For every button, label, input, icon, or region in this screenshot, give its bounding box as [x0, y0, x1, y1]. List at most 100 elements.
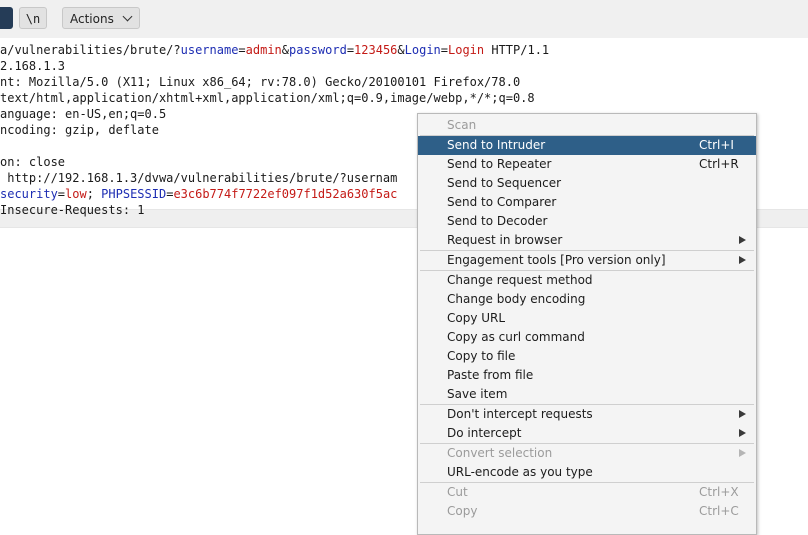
- menu-item-label: Engagement tools [Pro version only]: [447, 253, 666, 267]
- menu-item-request-in-browser[interactable]: Request in browser: [418, 231, 756, 250]
- menu-item-url-encode-as-you-type[interactable]: URL-encode as you type: [418, 463, 756, 482]
- menu-separator: [420, 250, 754, 251]
- param-value: low: [65, 187, 87, 201]
- menu-item-copy-as-curl-command[interactable]: Copy as curl command: [418, 328, 756, 347]
- request-text: text/html,application/xhtml+xml,applicat…: [0, 91, 535, 105]
- request-text: HTTP/1.1: [484, 43, 550, 57]
- param-value: e3c6b774f7722ef097f1d52a630f5ac: [173, 187, 398, 201]
- menu-item-send-to-intruder[interactable]: Send to Intruder Ctrl+I: [418, 136, 756, 155]
- menu-item-label: Convert selection: [447, 446, 553, 460]
- menu-item-send-to-comparer[interactable]: Send to Comparer: [418, 193, 756, 212]
- chevron-down-icon: [122, 11, 133, 22]
- menu-item-copy[interactable]: Copy Ctrl+C: [418, 502, 756, 521]
- param-name: PHPSESSID: [101, 187, 167, 201]
- request-text: ;: [86, 187, 102, 201]
- request-text: =: [57, 187, 66, 201]
- menu-item-label: Send to Sequencer: [447, 176, 562, 190]
- menu-item-label: Change request method: [447, 273, 593, 287]
- menu-item-shortcut: Ctrl+R: [699, 157, 739, 171]
- menu-item-copy-url[interactable]: Copy URL: [418, 309, 756, 328]
- request-text: a/vulnerabilities/brute/?: [0, 43, 181, 57]
- submenu-arrow-icon: [739, 449, 746, 457]
- param-value: 123456: [354, 43, 398, 57]
- menu-separator: [420, 443, 754, 444]
- menu-item-label: Request in browser: [447, 233, 563, 247]
- menu-item-label: URL-encode as you type: [447, 465, 593, 479]
- request-text: &: [397, 43, 405, 57]
- menu-item-label: Scan: [447, 118, 477, 132]
- submenu-arrow-icon: [739, 410, 746, 418]
- menu-item-change-body-encoding[interactable]: Change body encoding: [418, 290, 756, 309]
- submenu-arrow-icon: [739, 256, 746, 264]
- request-text: =: [166, 187, 174, 201]
- menu-separator: [420, 135, 754, 136]
- request-editor[interactable]: a/vulnerabilities/brute/?username=admin&…: [0, 40, 808, 518]
- menu-item-do-intercept[interactable]: Do intercept: [418, 424, 756, 443]
- menu-item-label: Save item: [447, 387, 508, 401]
- menu-item-label: Copy to file: [447, 349, 516, 363]
- request-text: anguage: en-US,en;q=0.5: [0, 107, 167, 121]
- submenu-arrow-icon: [739, 236, 746, 244]
- menu-item-label: Send to Comparer: [447, 195, 557, 209]
- actions-label: Actions: [70, 12, 114, 26]
- menu-item-label: Send to Repeater: [447, 157, 552, 171]
- actions-dropdown-button[interactable]: Actions: [62, 7, 140, 29]
- request-line: http://192.168.1.3/dvwa/vulnerabilities/…: [0, 170, 397, 186]
- menu-item-convert-selection[interactable]: Convert selection: [418, 444, 756, 463]
- param-name: username: [180, 43, 239, 57]
- menu-item-shortcut: Ctrl+X: [699, 485, 739, 499]
- menu-item-label: Copy URL: [447, 311, 506, 325]
- request-text: on: close: [0, 155, 66, 169]
- newline-toggle-button[interactable]: \n: [19, 7, 47, 29]
- request-text: &: [281, 43, 290, 57]
- request-text: 2.168.1.3: [0, 59, 66, 73]
- param-value: Login: [448, 43, 485, 57]
- menu-item-don-t-intercept-requests[interactable]: Don't intercept requests: [418, 405, 756, 424]
- request-line: anguage: en-US,en;q=0.5: [0, 106, 166, 122]
- menu-item-cut[interactable]: Cut Ctrl+X: [418, 483, 756, 502]
- menu-item-label: Change body encoding: [447, 292, 586, 306]
- menu-item-scan[interactable]: Scan: [418, 116, 756, 135]
- request-line: text/html,application/xhtml+xml,applicat…: [0, 90, 535, 106]
- menu-item-label: Do intercept: [447, 426, 522, 440]
- param-value: admin: [245, 43, 282, 57]
- request-text: ncoding: gzip, deflate: [0, 123, 159, 137]
- request-line: nt: Mozilla/5.0 (X11; Linux x86_64; rv:7…: [0, 74, 520, 90]
- menu-item-label: Cut: [447, 485, 468, 499]
- menu-item-engagement-tools-pro-version-only[interactable]: Engagement tools [Pro version only]: [418, 251, 756, 270]
- submenu-arrow-icon: [739, 429, 746, 437]
- request-line: on: close: [0, 154, 65, 170]
- menu-item-send-to-repeater[interactable]: Send to Repeater Ctrl+R: [418, 155, 756, 174]
- request-text: nt: Mozilla/5.0 (X11; Linux x86_64; rv:7…: [0, 75, 521, 89]
- menu-item-paste-from-file[interactable]: Paste from file: [418, 366, 756, 385]
- menu-item-send-to-sequencer[interactable]: Send to Sequencer: [418, 174, 756, 193]
- menu-item-copy-to-file[interactable]: Copy to file: [418, 347, 756, 366]
- request-line: security=low; PHPSESSID=e3c6b774f7722ef0…: [0, 186, 397, 202]
- menu-item-label: Send to Decoder: [447, 214, 548, 228]
- menu-item-shortcut: Ctrl+C: [699, 504, 739, 518]
- view-toggle-button[interactable]: [0, 7, 13, 29]
- request-text: =: [346, 43, 355, 57]
- menu-item-label: Send to Intruder: [447, 138, 546, 152]
- menu-item-change-request-method[interactable]: Change request method: [418, 271, 756, 290]
- request-text: =: [440, 43, 448, 57]
- menu-separator: [420, 404, 754, 405]
- menu-item-label: Copy as curl command: [447, 330, 585, 344]
- menu-item-send-to-decoder[interactable]: Send to Decoder: [418, 212, 756, 231]
- request-line: Insecure-Requests: 1: [0, 202, 145, 218]
- menu-item-shortcut: Ctrl+I: [699, 138, 734, 152]
- request-line: ncoding: gzip, deflate: [0, 122, 159, 138]
- param-name: security: [0, 187, 58, 201]
- request-line: 2.168.1.3: [0, 58, 65, 74]
- editor-toolbar: \n Actions: [0, 0, 808, 38]
- request-text: =: [238, 43, 246, 57]
- menu-item-label: Copy: [447, 504, 478, 518]
- menu-separator: [420, 270, 754, 271]
- request-text: Insecure-Requests: 1: [0, 203, 145, 217]
- request-line: a/vulnerabilities/brute/?username=admin&…: [0, 42, 549, 58]
- menu-item-label: Paste from file: [447, 368, 534, 382]
- param-name: password: [289, 43, 347, 57]
- request-text: http://192.168.1.3/dvwa/vulnerabilities/…: [0, 171, 398, 185]
- menu-item-save-item[interactable]: Save item: [418, 385, 756, 404]
